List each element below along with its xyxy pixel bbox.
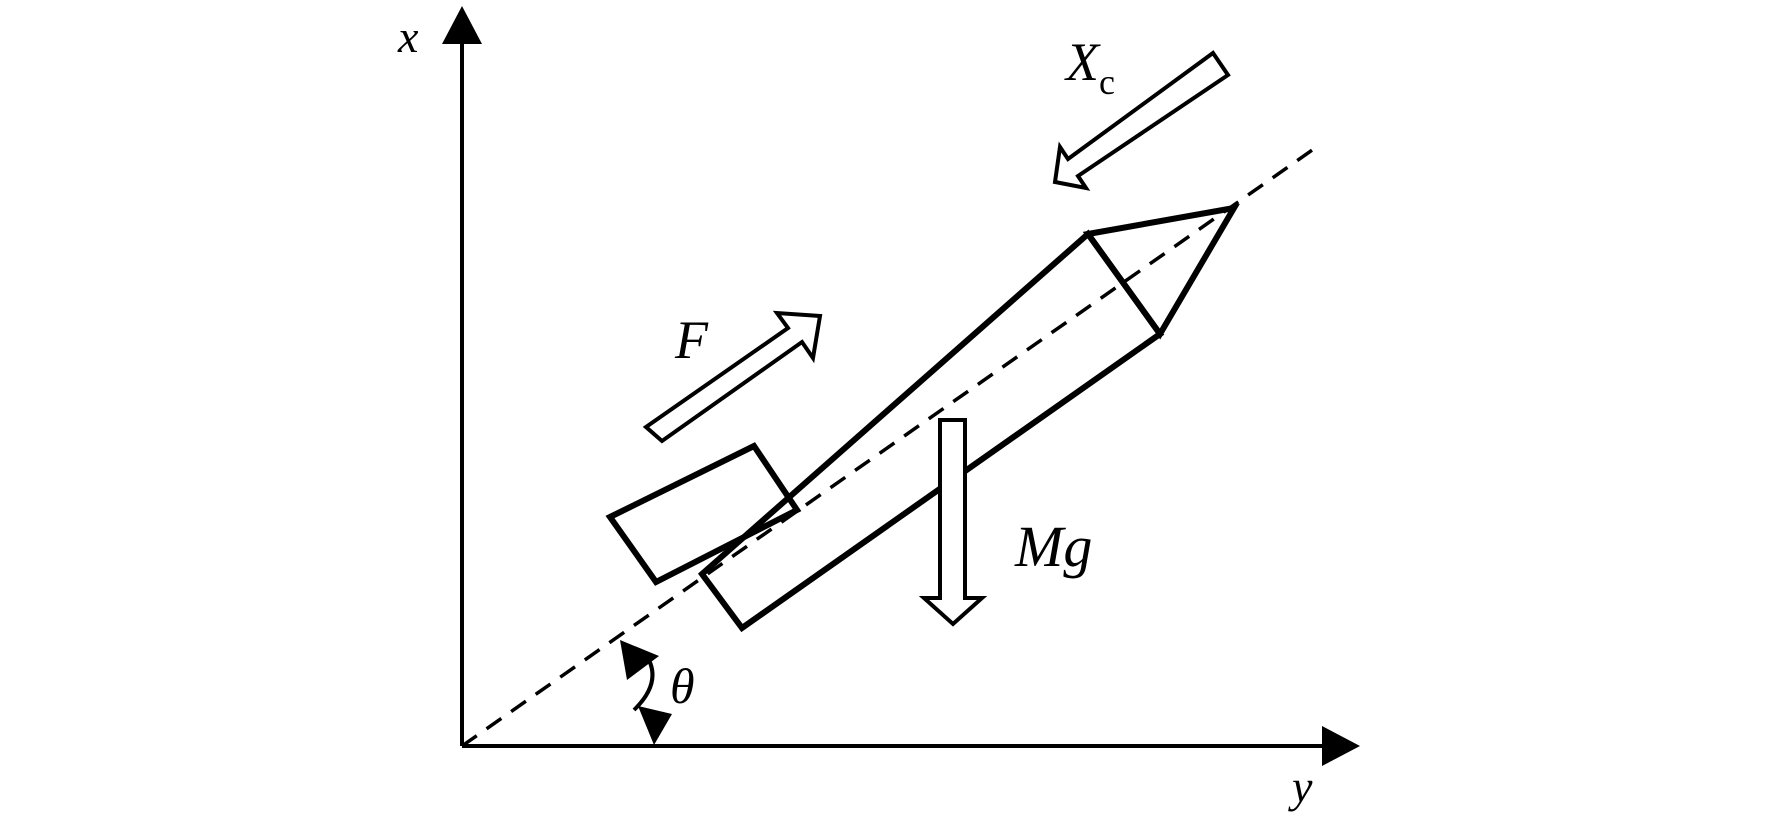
angle-arrowhead-upper	[620, 640, 659, 680]
rocket-launcher-base	[605, 442, 802, 586]
thrust-force-arrow: F	[642, 310, 823, 444]
drag-arrow-shape	[1052, 50, 1231, 191]
weight-force-label: Mg	[1014, 514, 1092, 579]
angle-theta-indicator: θ	[620, 640, 695, 745]
drag-force-label-subscript: c	[1099, 62, 1115, 102]
drag-force-arrow: Xc	[1052, 32, 1231, 191]
thrust-force-label: F	[674, 310, 709, 370]
y-axis: y	[462, 726, 1360, 812]
weight-force-arrow: Mg	[918, 418, 1092, 627]
rocket	[605, 203, 1240, 633]
x-axis: x	[397, 6, 482, 746]
thrust-arrow-shape	[642, 310, 823, 444]
angle-label: θ	[670, 658, 695, 714]
rocket-nose-cone	[1082, 203, 1240, 340]
drag-force-label: Xc	[1064, 32, 1115, 102]
angle-arrowhead-lower	[638, 706, 672, 745]
x-axis-label: x	[397, 11, 419, 62]
y-axis-label: y	[1288, 761, 1313, 812]
y-axis-arrowhead	[1322, 726, 1360, 766]
x-axis-arrowhead	[442, 6, 482, 44]
drag-force-label-main: X	[1064, 32, 1101, 92]
rocket-axis-dashed-line	[460, 144, 1320, 748]
weight-arrow-shape	[918, 418, 988, 627]
